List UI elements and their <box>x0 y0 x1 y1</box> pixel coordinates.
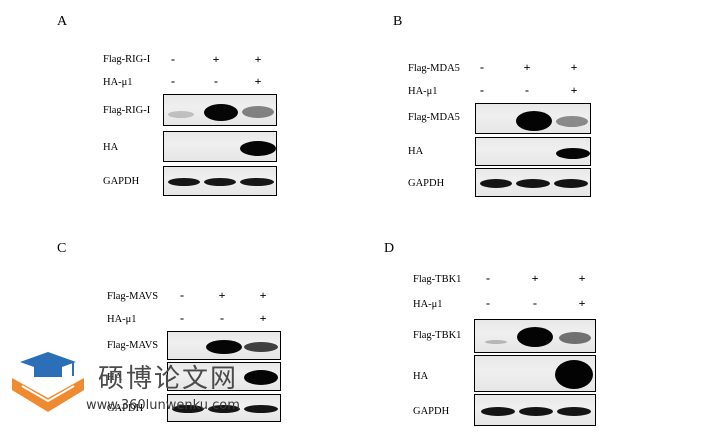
panel-a-row2-sign1: - <box>171 74 175 88</box>
panel-b-blot3 <box>475 168 591 197</box>
panel-c-row1-sign3: + <box>259 288 267 302</box>
graduation-cap-logo-icon <box>12 352 84 412</box>
panel-d-row1-label: Flag-TBK1 <box>413 274 462 285</box>
panel-b-letter: B <box>393 14 403 29</box>
panel-a-row2-sign2: - <box>214 74 218 88</box>
panel-c-row1-label: Flag-MAVS <box>107 291 159 302</box>
panel-b-blot3-label: GAPDH <box>408 178 445 189</box>
panel-b-row1-sign2: + <box>523 60 531 74</box>
panel-d-blot1 <box>474 319 596 353</box>
panel-d-row1-sign3: + <box>578 271 586 285</box>
panel-b-row2-sign2: - <box>525 83 529 97</box>
panel-d-blot2-label: HA <box>413 371 429 382</box>
panel-c-row1-sign2: + <box>218 288 226 302</box>
panel-b-blot1-label: Flag-MDA5 <box>408 112 460 123</box>
panel-b-row2-sign1: - <box>480 83 484 97</box>
panel-a-row1-sign2: + <box>212 52 220 66</box>
panel-a-blot1-label: Flag-RIG-I <box>103 105 151 116</box>
panel-b-blot1 <box>475 103 591 134</box>
panel-b-row1-sign1: - <box>480 60 484 74</box>
panel-d-row2-sign1: - <box>486 296 490 310</box>
panel-d-blot1-label: Flag-TBK1 <box>413 330 462 341</box>
panel-d-row2-sign3: + <box>578 296 586 310</box>
panel-d-blot3 <box>474 394 596 426</box>
panel-a-row1-label: Flag-RIG-I <box>103 54 151 65</box>
panel-a-row2-sign3: + <box>254 74 262 88</box>
panel-b-blot2-label: HA <box>408 146 424 157</box>
panel-a-row1-sign1: - <box>171 52 175 66</box>
panel-a-blot2 <box>163 131 277 162</box>
panel-b-row2-label: HA-μ1 <box>408 86 438 97</box>
panel-a-blot3 <box>163 166 277 196</box>
panel-a-letter: A <box>57 14 68 29</box>
panel-b-row1-label: Flag-MDA5 <box>408 63 460 74</box>
panel-a-blot2-label: HA <box>103 142 119 153</box>
panel-c-row2-sign3: + <box>259 311 267 325</box>
panel-c-row2-sign1: - <box>180 311 184 325</box>
panel-c-blot2 <box>167 362 281 391</box>
panel-b-blot2 <box>475 137 591 166</box>
panel-b-row1-sign3: + <box>570 60 578 74</box>
panel-c-blot1 <box>167 331 281 360</box>
panel-c-row1-sign1: - <box>180 288 184 302</box>
panel-d-row1-sign2: + <box>531 271 539 285</box>
panel-c-blot2-label: HA <box>107 372 123 383</box>
panel-c-row2-label: HA-μ1 <box>107 314 137 325</box>
panel-c-row2-sign2: - <box>220 311 224 325</box>
panel-b-row2-sign3: + <box>570 83 578 97</box>
panel-c-blot3 <box>167 394 281 422</box>
panel-d-row1-sign1: - <box>486 271 490 285</box>
panel-d-blot3-label: GAPDH <box>413 406 450 417</box>
panel-a-row2-label: HA-μ1 <box>103 77 133 88</box>
panel-d-letter: D <box>384 241 395 256</box>
panel-c-blot1-label: Flag-MAVS <box>107 340 159 351</box>
panel-d-row2-sign2: - <box>533 296 537 310</box>
watermark-url: www.360lunwenku.com <box>86 398 240 413</box>
panel-c-blot3-label: GAPDH <box>107 403 144 414</box>
panel-a-row1-sign3: + <box>254 52 262 66</box>
panel-d-row2-label: HA-μ1 <box>413 299 443 310</box>
watermark: 硕博论文网 www.360lunwenku.com <box>8 346 278 426</box>
panel-c-letter: C <box>57 241 67 256</box>
panel-d-blot2 <box>474 355 596 392</box>
watermark-site-name: 硕博论文网 <box>98 364 239 394</box>
panel-a-blot1 <box>163 94 277 126</box>
panel-a-blot3-label: GAPDH <box>103 176 140 187</box>
